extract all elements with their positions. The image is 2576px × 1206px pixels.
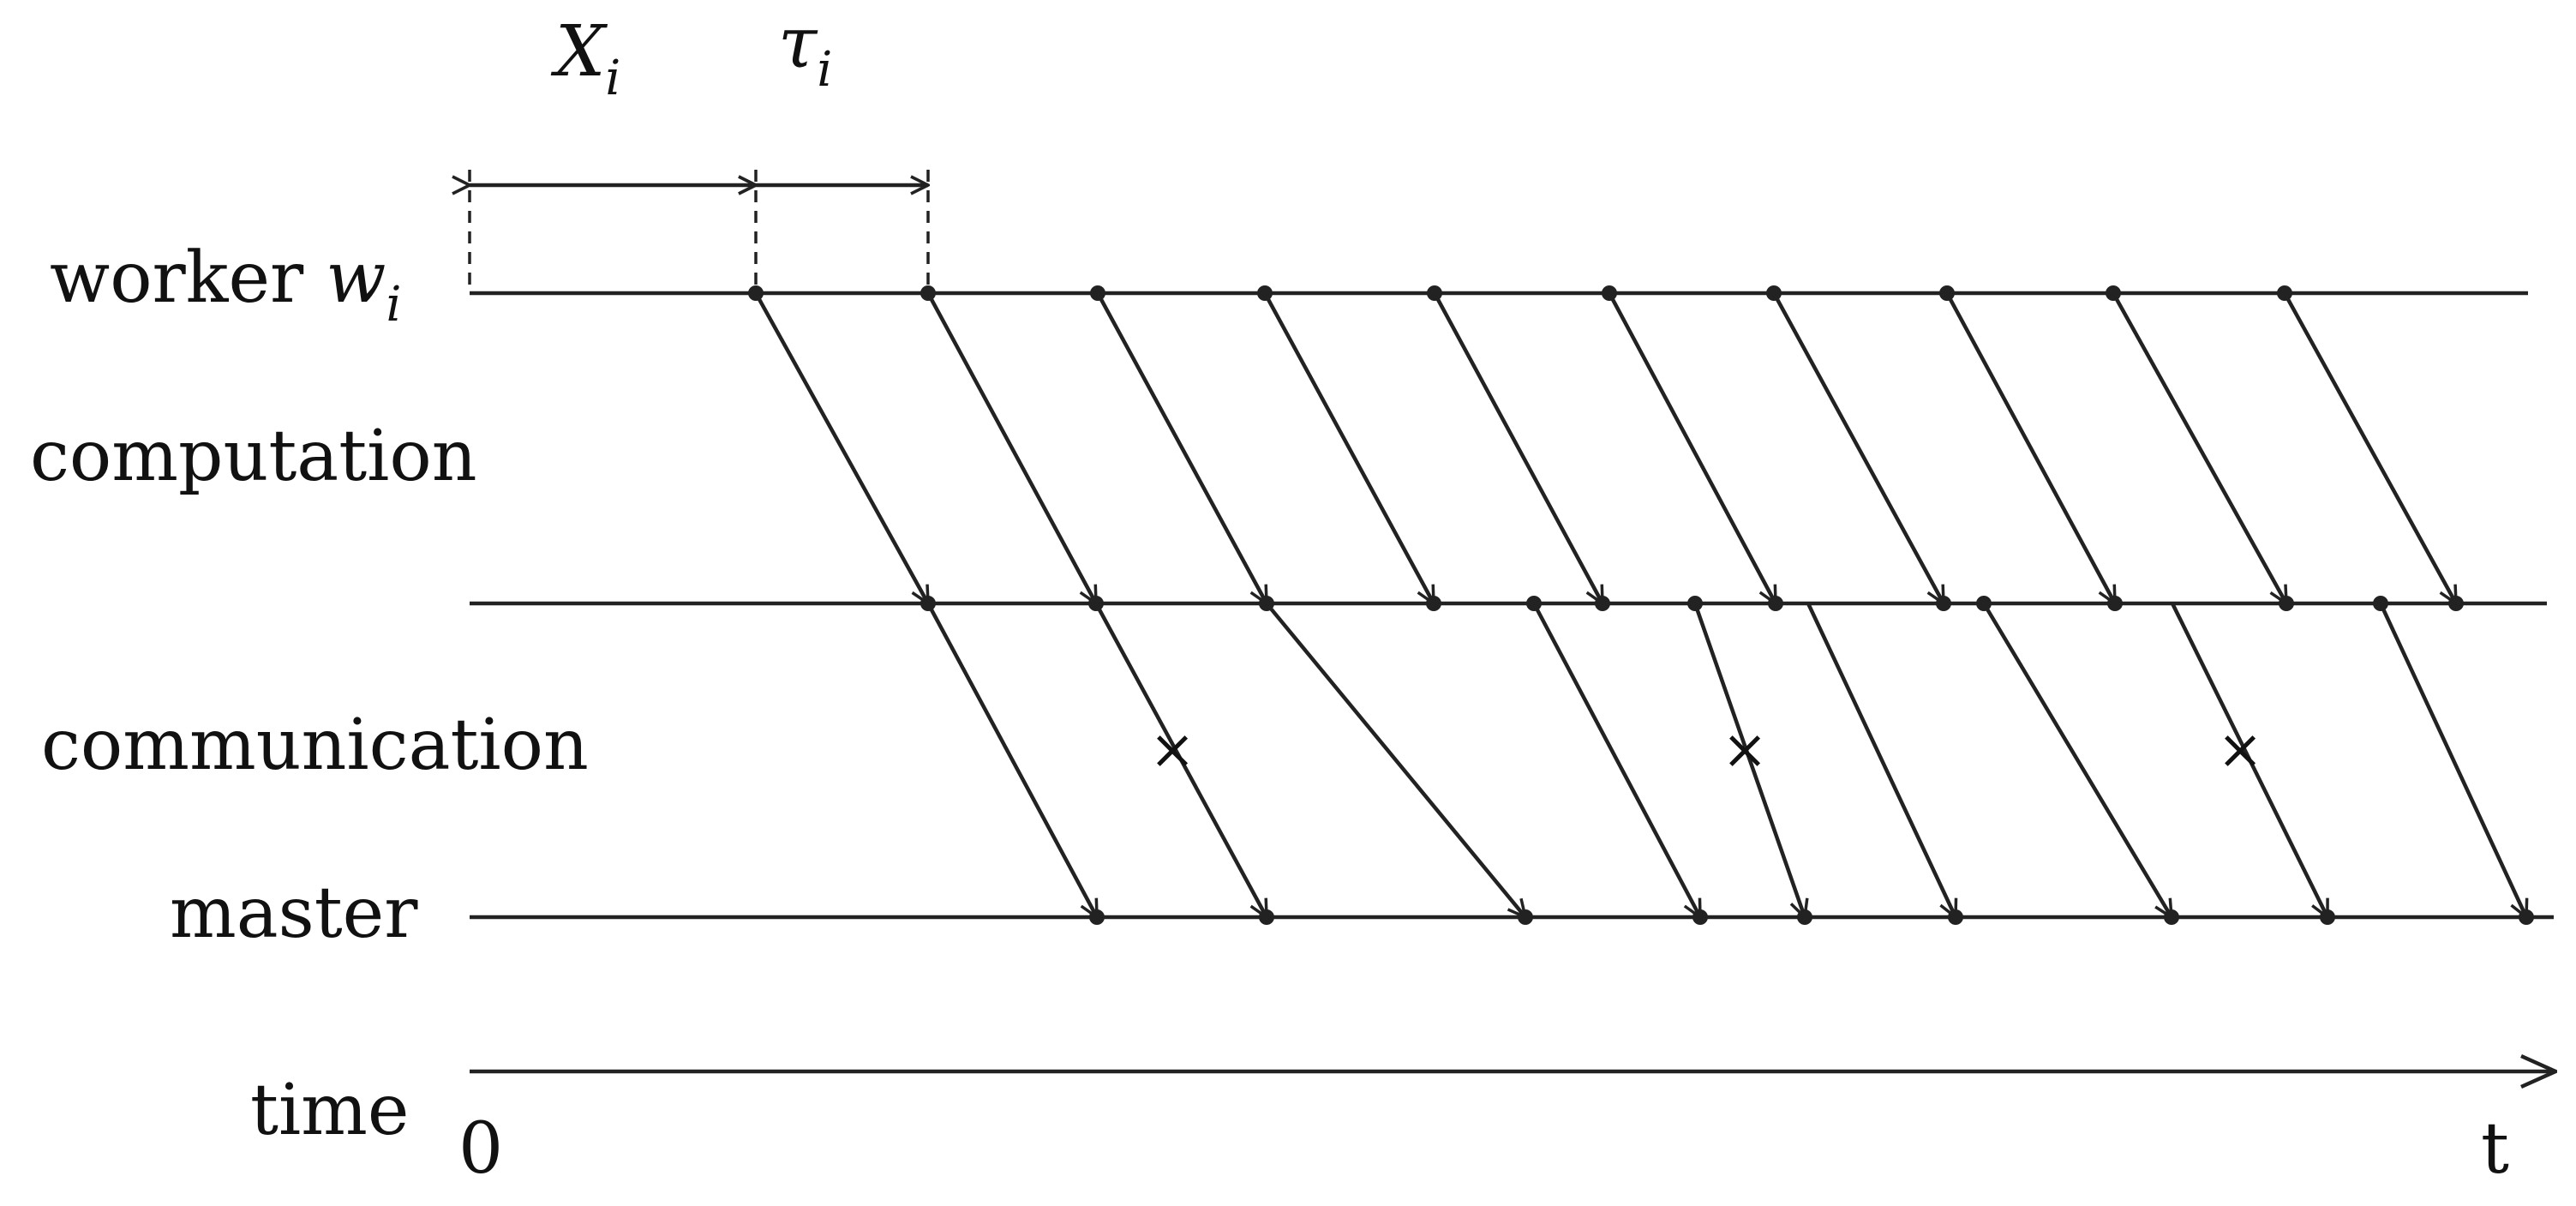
master-event-dot [1948, 909, 1963, 925]
master-event-dot [2164, 909, 2179, 925]
computation-arrow [1608, 291, 1777, 603]
computation-arrow [1263, 291, 1435, 603]
master-event-dot [2320, 909, 2335, 925]
communication-label: communication [41, 705, 589, 786]
master-label: master [170, 873, 418, 954]
computation-arrow [926, 291, 1098, 603]
master-event-dot [1259, 909, 1274, 925]
computation-arrow [1096, 291, 1268, 603]
computation-event-dot [2107, 596, 2123, 611]
computation-event-dot [1426, 596, 1441, 611]
computation-arrow [1433, 291, 1604, 603]
computation-arrow [754, 291, 930, 603]
communication-arrow [1265, 602, 1525, 917]
master-event-dot [1797, 909, 1812, 925]
computation-arrow [1945, 291, 2117, 603]
time-label: time [250, 1070, 409, 1151]
communication-arrow [1806, 603, 1956, 917]
computation-label: computation [30, 416, 477, 497]
communication-arrow [1692, 603, 1805, 917]
computation-event-dot [2448, 596, 2464, 611]
x-interval-label: Xi [550, 11, 620, 106]
master-event-dot [2519, 909, 2534, 925]
communication-arrow [2378, 603, 2526, 917]
end-label: t [2481, 1108, 2509, 1190]
lost-message-marker: × [2217, 718, 2263, 782]
communication-arrow [1094, 602, 1268, 917]
communication-arrow [2170, 603, 2330, 917]
lost-message-marker: × [1149, 718, 1195, 782]
computation-event-dot [1936, 596, 1951, 611]
worker-label: worker wi [50, 237, 401, 333]
origin-label: 0 [458, 1108, 503, 1190]
computation-arrow [2283, 291, 2458, 603]
master-event-dot [1692, 909, 1708, 925]
computation-arrow [2112, 291, 2288, 603]
master-event-dot [1518, 909, 1533, 925]
master-event-dot [1089, 909, 1105, 925]
lost-message-marker: × [1722, 718, 1768, 782]
tau-interval-label: τi [778, 3, 832, 98]
computation-event-dot [2279, 596, 2294, 611]
communication-arrow [1532, 602, 1702, 917]
communication-arrow [1982, 602, 2172, 917]
computation-event-dot [1768, 596, 1783, 611]
computation-arrow [1772, 291, 1945, 603]
communication-arrow [926, 602, 1099, 917]
computation-event-dot [1595, 596, 1610, 611]
